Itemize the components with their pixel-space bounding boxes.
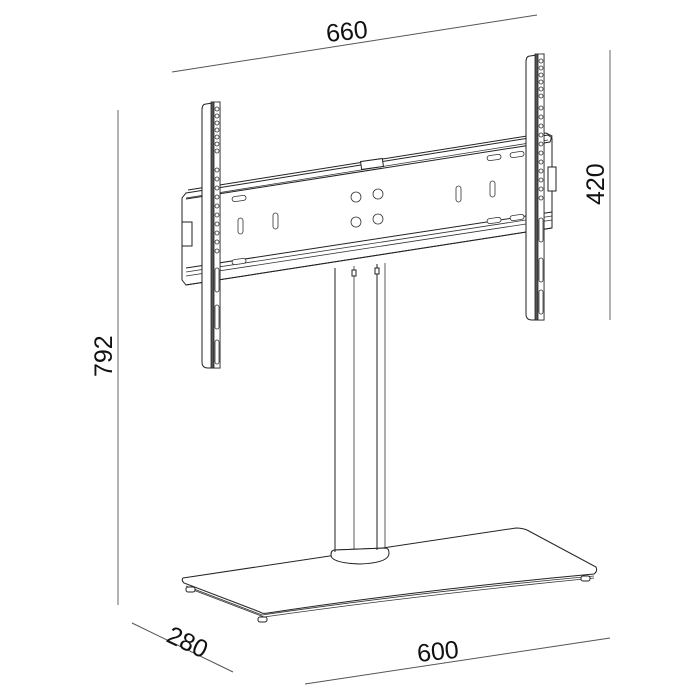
side-tab — [547, 166, 557, 192]
mount-hole — [372, 213, 384, 225]
foot — [257, 616, 268, 623]
dimension-label-660: 660 — [325, 16, 369, 48]
dimension-label-792: 792 — [90, 335, 118, 377]
right-vertical-arm — [525, 53, 545, 321]
support-column — [330, 263, 390, 565]
left-vertical-arm — [201, 101, 221, 369]
dimension-label-600: 600 — [416, 636, 460, 668]
dimension-label-420: 420 — [582, 163, 610, 205]
mount-hole — [350, 216, 362, 228]
dimension-line-600 — [304, 637, 611, 685]
foot — [185, 586, 196, 593]
mount-hole — [350, 191, 362, 203]
base-plate — [181, 527, 598, 623]
safety-clip — [359, 157, 385, 171]
adjustment-holes — [214, 106, 220, 254]
mount-hole — [372, 188, 384, 200]
side-tab — [181, 221, 193, 247]
horizontal-mount-plate — [181, 132, 557, 286]
dimension-line-280 — [131, 622, 234, 673]
adjustment-holes — [538, 58, 544, 201]
dimension-line-660 — [171, 14, 538, 73]
foot — [580, 575, 591, 582]
dimension-label-280: 280 — [162, 621, 212, 664]
